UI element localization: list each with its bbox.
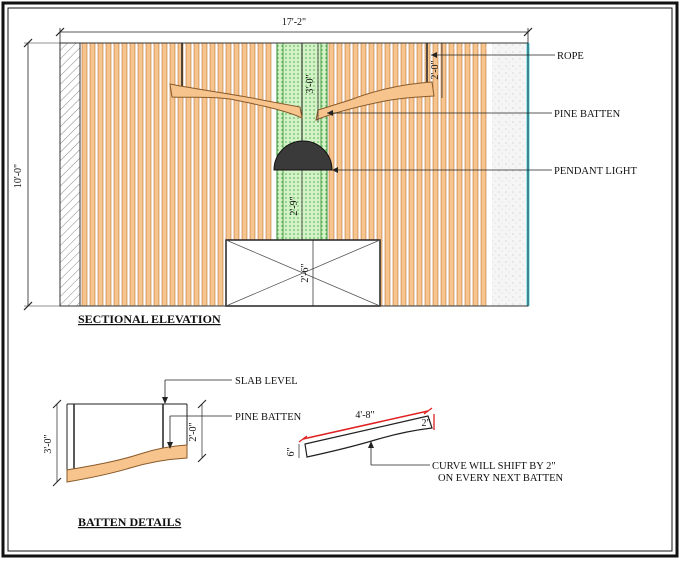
batten-profile	[304, 415, 433, 458]
arrow-curve	[368, 441, 374, 448]
batten-strip	[185, 42, 192, 307]
batten-strip	[137, 42, 144, 307]
title-sectional-elevation: SECTIONAL ELEVATION	[78, 312, 221, 326]
batten-strip	[121, 42, 128, 307]
arrow-slab	[162, 397, 168, 404]
batten-strip	[153, 42, 160, 307]
detail-batten-shape	[66, 444, 188, 483]
batten-strip	[169, 42, 176, 307]
dim-tick	[23, 301, 33, 311]
arrow-batten	[327, 110, 333, 116]
dim-detail-drop: 2'-0"	[188, 422, 199, 441]
dim-rope-drop: 2'-0"	[430, 60, 441, 79]
dim-tick	[523, 27, 533, 37]
batten-strip	[97, 42, 104, 307]
arrow-pendant	[332, 167, 338, 173]
batten-strip	[89, 42, 96, 307]
red-tick	[423, 407, 433, 415]
batten-strip	[384, 42, 391, 307]
curve-note-line-2: ON EVERY NEXT BATTEN	[438, 473, 564, 484]
batten-strip	[129, 42, 136, 307]
dim-curve-end: 2"	[421, 418, 430, 429]
arrow-detail-batten	[167, 442, 173, 449]
dim-panel-upper: 3'-0"	[305, 74, 316, 93]
batten-strip	[193, 42, 200, 307]
batten-strips-left	[81, 42, 272, 307]
dim-overall-width: 17'-2"	[282, 17, 306, 28]
batten-strip	[81, 42, 88, 307]
batten-strip	[448, 42, 455, 307]
pendant-light	[273, 140, 333, 171]
label-detail-pine-batten: PINE BATTEN	[235, 412, 302, 423]
label-pendant-light: PENDANT LIGHT	[554, 166, 638, 177]
batten-strip	[456, 42, 463, 307]
batten-details: SLAB LEVEL PINE BATTEN 3'-0" 2'-0" 4'-8"…	[43, 376, 564, 529]
batten-strip	[480, 42, 487, 307]
pine-batten-left	[169, 83, 303, 119]
curve-note-line-1: CURVE WILL SHIFT BY 2"	[432, 461, 556, 472]
box-cross	[225, 239, 381, 307]
batten-strip	[145, 42, 152, 307]
batten-strip	[105, 42, 112, 307]
batten-strip	[432, 42, 439, 307]
dim-tick	[52, 399, 62, 409]
batten-strip	[464, 42, 471, 307]
batten-strips-right	[328, 42, 487, 307]
batten-strip	[392, 42, 399, 307]
batten-strip	[400, 42, 407, 307]
red-tick	[298, 435, 308, 443]
label-rope: ROPE	[557, 51, 584, 62]
label-pine-batten: PINE BATTEN	[554, 109, 621, 120]
arrow-rope	[431, 52, 437, 58]
inner-border	[7, 7, 673, 552]
dim-panel-lower: 2'-9"	[289, 196, 300, 215]
batten-strip	[209, 42, 216, 307]
right-wall	[492, 43, 528, 306]
dim-tick	[55, 27, 65, 37]
label-slab-level: SLAB LEVEL	[235, 376, 298, 387]
dim-batten-length: 4'-8"	[355, 410, 374, 421]
sectional-elevation: 17'-2" 10'-0" 3'-0" 2'-9" 2'-6" 2'-0" RO…	[13, 17, 638, 326]
batten-strip	[161, 42, 168, 307]
batten-strip	[113, 42, 120, 307]
dim-overall-height: 10'-0"	[13, 164, 24, 188]
dim-tick	[23, 38, 33, 48]
left-wall-hatch	[59, 42, 81, 307]
batten-strip	[201, 42, 208, 307]
title-batten-details: BATTEN DETAILS	[78, 515, 182, 529]
batten-strip	[408, 42, 415, 307]
dim-detail-height: 3'-0"	[43, 434, 54, 453]
dim-tick	[197, 399, 207, 409]
batten-strip	[472, 42, 479, 307]
dim-tick	[197, 453, 207, 463]
dim-batten-depth: 6"	[286, 447, 297, 456]
red-dim-length	[302, 410, 429, 440]
dim-box: 2'-6"	[300, 263, 311, 282]
batten-strip	[217, 42, 224, 307]
dim-tick	[52, 477, 62, 487]
